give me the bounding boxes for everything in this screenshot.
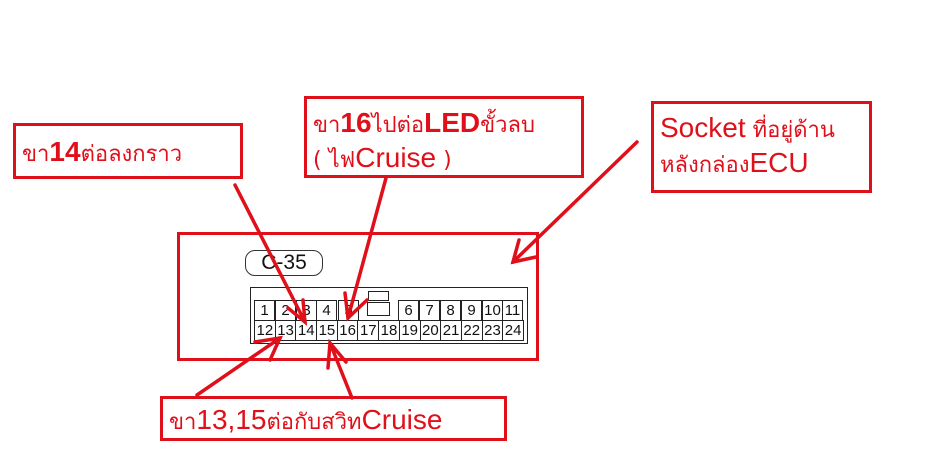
socket-line1: ที่อยู่ด้าน <box>745 118 835 143</box>
pin16-suffix: ขั้วลบ <box>480 113 535 138</box>
pin13-15-mid: ต่อกับสวิท <box>266 410 362 435</box>
pin14-prefix: ขา <box>22 142 50 167</box>
pin16-line2-open: ( ไฟ <box>313 148 356 173</box>
pin14-suffix: ต่อลงกราว <box>80 142 183 167</box>
connector-latch-top <box>368 291 389 301</box>
arrow-pin13 <box>195 335 283 397</box>
socket-word: Socket <box>660 112 746 143</box>
pin13-15-cruise: Cruise <box>361 404 443 435</box>
pin16-prefix: ขา <box>313 113 341 138</box>
pin16-led: LED <box>424 107 481 138</box>
connector-frame <box>177 232 539 361</box>
pin16-line2-close: ) <box>436 148 452 173</box>
pin13-15-numbers: 13,15 <box>196 404 267 435</box>
socket-ecu: ECU <box>749 147 809 178</box>
pin16-number: 16 <box>340 107 372 138</box>
pin16-mid: ไปต่อ <box>371 113 425 138</box>
connector-housing <box>250 287 528 344</box>
pin-24: 24 <box>502 320 524 341</box>
socket-line2: หลังกล่อง <box>660 153 750 178</box>
arrow-socket <box>510 140 639 265</box>
callout-pin13-15: ขา13,15ต่อกับสวิทCruise <box>160 396 507 441</box>
callout-pin16: ขา16ไปต่อLEDขั้วลบ ( ไฟCruise ) <box>304 96 584 178</box>
arrow-pin16 <box>343 176 388 322</box>
pin14-number: 14 <box>49 136 81 167</box>
callout-pin14: ขา14ต่อลงกราว <box>13 123 243 179</box>
connector-latch <box>367 302 390 316</box>
arrow-pin15 <box>326 338 354 400</box>
pin16-cruise: Cruise <box>355 142 437 173</box>
pin13-15-prefix: ขา <box>169 410 197 435</box>
callout-socket: Socket ที่อยู่ด้าน หลังกล่องECU <box>651 101 872 193</box>
arrow-pin14 <box>233 183 308 327</box>
